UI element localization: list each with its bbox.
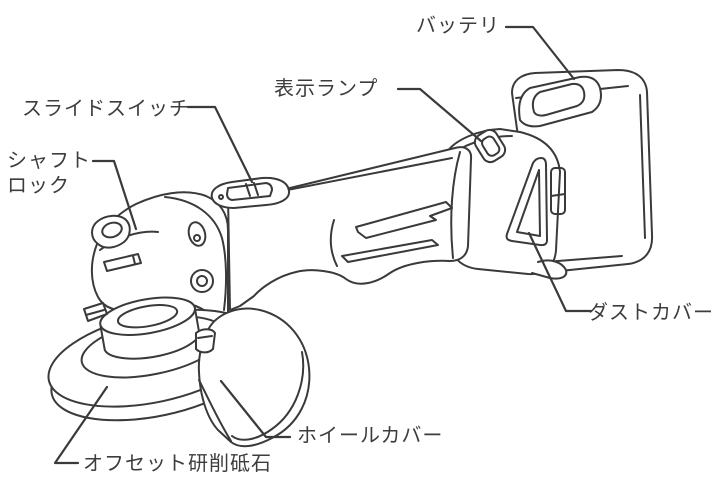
leader-line-dust-cover: [527, 231, 593, 313]
label-dust-cover: ダストカバー: [588, 302, 714, 324]
leader-line-shaft-lock: [91, 159, 138, 231]
leader-line-wheel-cover: [219, 379, 292, 439]
label-indicator-lamp: 表示ランプ: [274, 78, 379, 100]
label-slide-switch: スライドスイッチ: [22, 98, 190, 120]
leader-line-offset-wheel: [53, 385, 109, 465]
label-shaft-lock: シャフト ロック: [7, 150, 91, 197]
slide-switch: [210, 176, 291, 209]
wheel-clamp: [83, 296, 216, 360]
label-wheel-cover: ホイールカバー: [297, 425, 444, 447]
wheel-cover-guard: [197, 307, 311, 448]
label-offset-grinding-wheel: オフセット研削砥石: [83, 453, 272, 475]
label-battery: バッテリ: [416, 15, 500, 37]
motor-body: [227, 146, 473, 311]
leader-line-slide-switch: [186, 105, 254, 184]
leader-line-battery: [504, 25, 576, 81]
indicator-lamp: [473, 128, 507, 164]
shaft-lock-button: [91, 214, 131, 249]
gear-head: [90, 191, 229, 319]
dust-cover-panel: [505, 157, 566, 247]
leader-line-indicator-lamp: [396, 87, 483, 143]
